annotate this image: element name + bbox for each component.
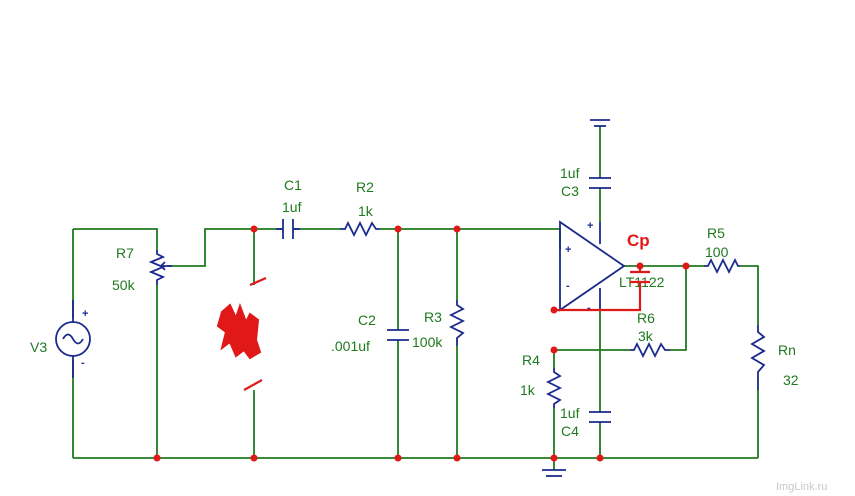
c2-label: C2 [358, 312, 376, 328]
wires [72, 126, 759, 470]
c3-value: 1uf [560, 165, 580, 181]
resistor-r4[interactable] [545, 368, 563, 408]
resistor-r3[interactable] [448, 300, 466, 346]
r4-label: R4 [522, 352, 540, 368]
r4-value: 1k [520, 382, 536, 398]
junction-dots [153, 225, 690, 462]
r6-label: R6 [637, 310, 655, 326]
capacitor-c1[interactable] [276, 219, 300, 239]
watermark: ImgLink.ru [776, 481, 827, 493]
r6-value: 3k [638, 328, 654, 344]
opamp-minus-input: - [566, 280, 570, 292]
rn-value: 32 [783, 372, 799, 388]
capacitor-c3[interactable] [589, 119, 611, 189]
capacitor-c2[interactable] [387, 329, 409, 341]
rn-label: Rn [778, 342, 796, 358]
v3-label: V3 [30, 339, 47, 355]
v3-minus-sign: - [81, 357, 85, 369]
cp-annotation-label: Cp [627, 231, 650, 250]
resistor-r5[interactable] [704, 257, 740, 275]
r2-label: R2 [356, 179, 374, 195]
source-v3[interactable] [55, 300, 91, 378]
opamp-supply-minus: - [587, 302, 591, 314]
resistor-r2[interactable] [340, 220, 380, 238]
c4-label: C4 [561, 423, 579, 439]
potentiometer-r7[interactable] [148, 250, 172, 285]
red-annotation-scribble [216, 276, 267, 391]
resistor-r6[interactable] [630, 341, 670, 359]
c2-value: .001uf [331, 338, 370, 354]
c4-value: 1uf [560, 405, 580, 421]
resistor-rn[interactable] [750, 325, 766, 390]
red-annotation-cp-capacitor [554, 266, 650, 312]
r5-value: 100 [705, 244, 729, 260]
r5-label: R5 [707, 225, 725, 241]
opamp-supply-plus: + [587, 220, 593, 232]
v3-plus-sign: + [82, 308, 88, 320]
opamp-u1[interactable] [559, 220, 626, 312]
c3-label: C3 [561, 183, 579, 199]
r7-value: 50k [112, 277, 136, 293]
r3-value: 100k [412, 334, 443, 350]
r2-value: 1k [358, 203, 374, 219]
c1-label: C1 [284, 177, 302, 193]
r3-label: R3 [424, 309, 442, 325]
ground-icon [542, 469, 566, 477]
capacitor-c4[interactable] [589, 411, 611, 423]
c1-value: 1uf [282, 199, 302, 215]
opamp-plus-input: + [565, 244, 571, 256]
r7-label: R7 [116, 245, 134, 261]
